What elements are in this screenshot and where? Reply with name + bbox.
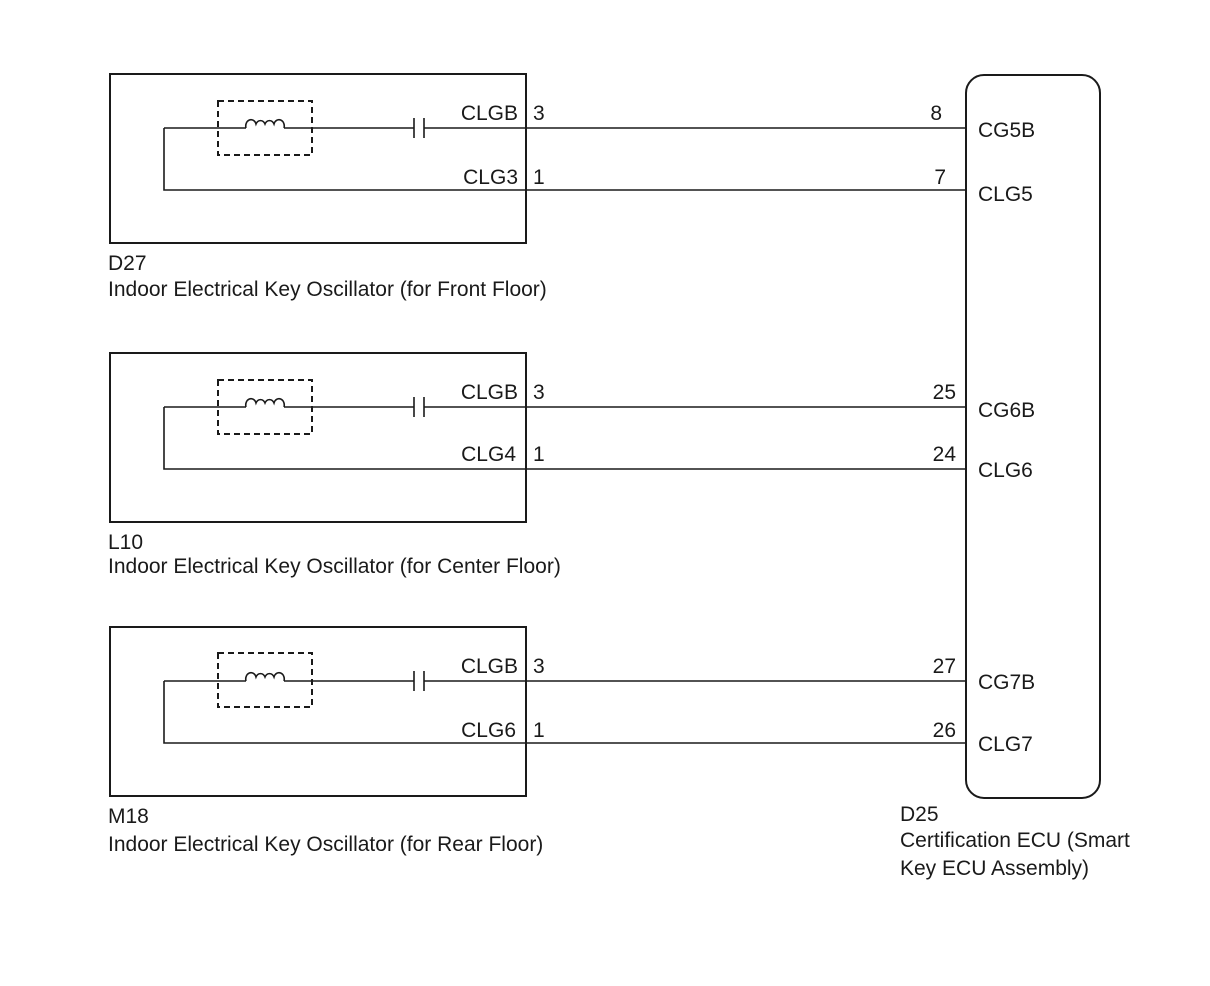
oscillator-front-floor-box	[109, 73, 527, 244]
pin-number: 3	[533, 102, 545, 125]
harness-wires: 8 7 25 24 27 26	[526, 102, 966, 744]
oscillator-center-floor: CLGB 3 CLG4 1 L10 Indoor Electrical Key …	[108, 352, 561, 578]
component-name: Indoor Electrical Key Oscillator (for Fr…	[108, 278, 547, 301]
coil-icon	[244, 118, 286, 129]
ecu-pin-number: 24	[933, 443, 957, 466]
ecu-terminal-label: CLG7	[978, 733, 1033, 756]
ecu-terminal-label: CG5B	[978, 119, 1035, 142]
pin-number: 1	[533, 443, 545, 466]
connector-id: L10	[108, 531, 143, 554]
oscillator-rear-floor-coil-enclosure	[217, 652, 313, 708]
ecu-terminal-label: CLG6	[978, 459, 1033, 482]
oscillator-rear-floor-box	[109, 626, 527, 797]
terminal-label: CLG3	[463, 166, 518, 189]
ecu-pin-number: 7	[934, 166, 946, 189]
component-name: Key ECU Assembly)	[900, 857, 1089, 880]
ecu-terminal-label: CLG5	[978, 183, 1033, 206]
terminal-label: CLGB	[461, 102, 518, 125]
ecu-pin-number: 26	[933, 719, 956, 742]
pin-number: 1	[533, 166, 545, 189]
pin-number: 1	[533, 719, 545, 742]
pin-number: 3	[533, 381, 545, 404]
oscillator-center-floor-internal-wiring	[163, 406, 526, 470]
ecu-pin-number: 25	[933, 381, 956, 404]
coil-icon	[244, 397, 286, 408]
oscillator-front-floor-internal-wiring	[163, 127, 526, 191]
ecu-terminal-label: CG6B	[978, 399, 1035, 422]
connector-id: M18	[108, 805, 149, 828]
oscillator-rear-floor: CLGB 3 CLG6 1 M18 Indoor Electrical Key …	[108, 626, 545, 856]
connector-id: D27	[108, 252, 147, 275]
terminal-label: CLG4	[461, 443, 516, 466]
ecu-terminal-label: CG7B	[978, 671, 1035, 694]
component-name: Indoor Electrical Key Oscillator (for Re…	[108, 833, 543, 856]
pin-number: 3	[533, 655, 545, 678]
connector-id: D25	[900, 803, 939, 826]
ecu-pin-number: 8	[930, 102, 942, 125]
component-name: Indoor Electrical Key Oscillator (for Ce…	[108, 555, 561, 578]
certification-ecu: CG5B CLG5 CG6B CLG6 CG7B CLG7 D25 Certif…	[900, 74, 1130, 880]
terminal-label: CLGB	[461, 381, 518, 404]
oscillator-front-floor: CLGB 3 CLG3 1 D27 Indoor Electrical Key …	[108, 73, 547, 301]
oscillator-center-floor-box	[109, 352, 527, 523]
capacitor-icon	[413, 118, 425, 138]
oscillator-rear-floor-internal-wiring	[163, 680, 526, 744]
certification-ecu-box	[965, 74, 1101, 799]
coil-icon	[244, 671, 286, 682]
terminal-label: CLG6	[461, 719, 516, 742]
capacitor-icon	[413, 397, 425, 417]
capacitor-icon	[413, 671, 425, 691]
ecu-pin-number: 27	[933, 655, 956, 678]
component-name: Certification ECU (Smart	[900, 829, 1130, 852]
terminal-label: CLGB	[461, 655, 518, 678]
